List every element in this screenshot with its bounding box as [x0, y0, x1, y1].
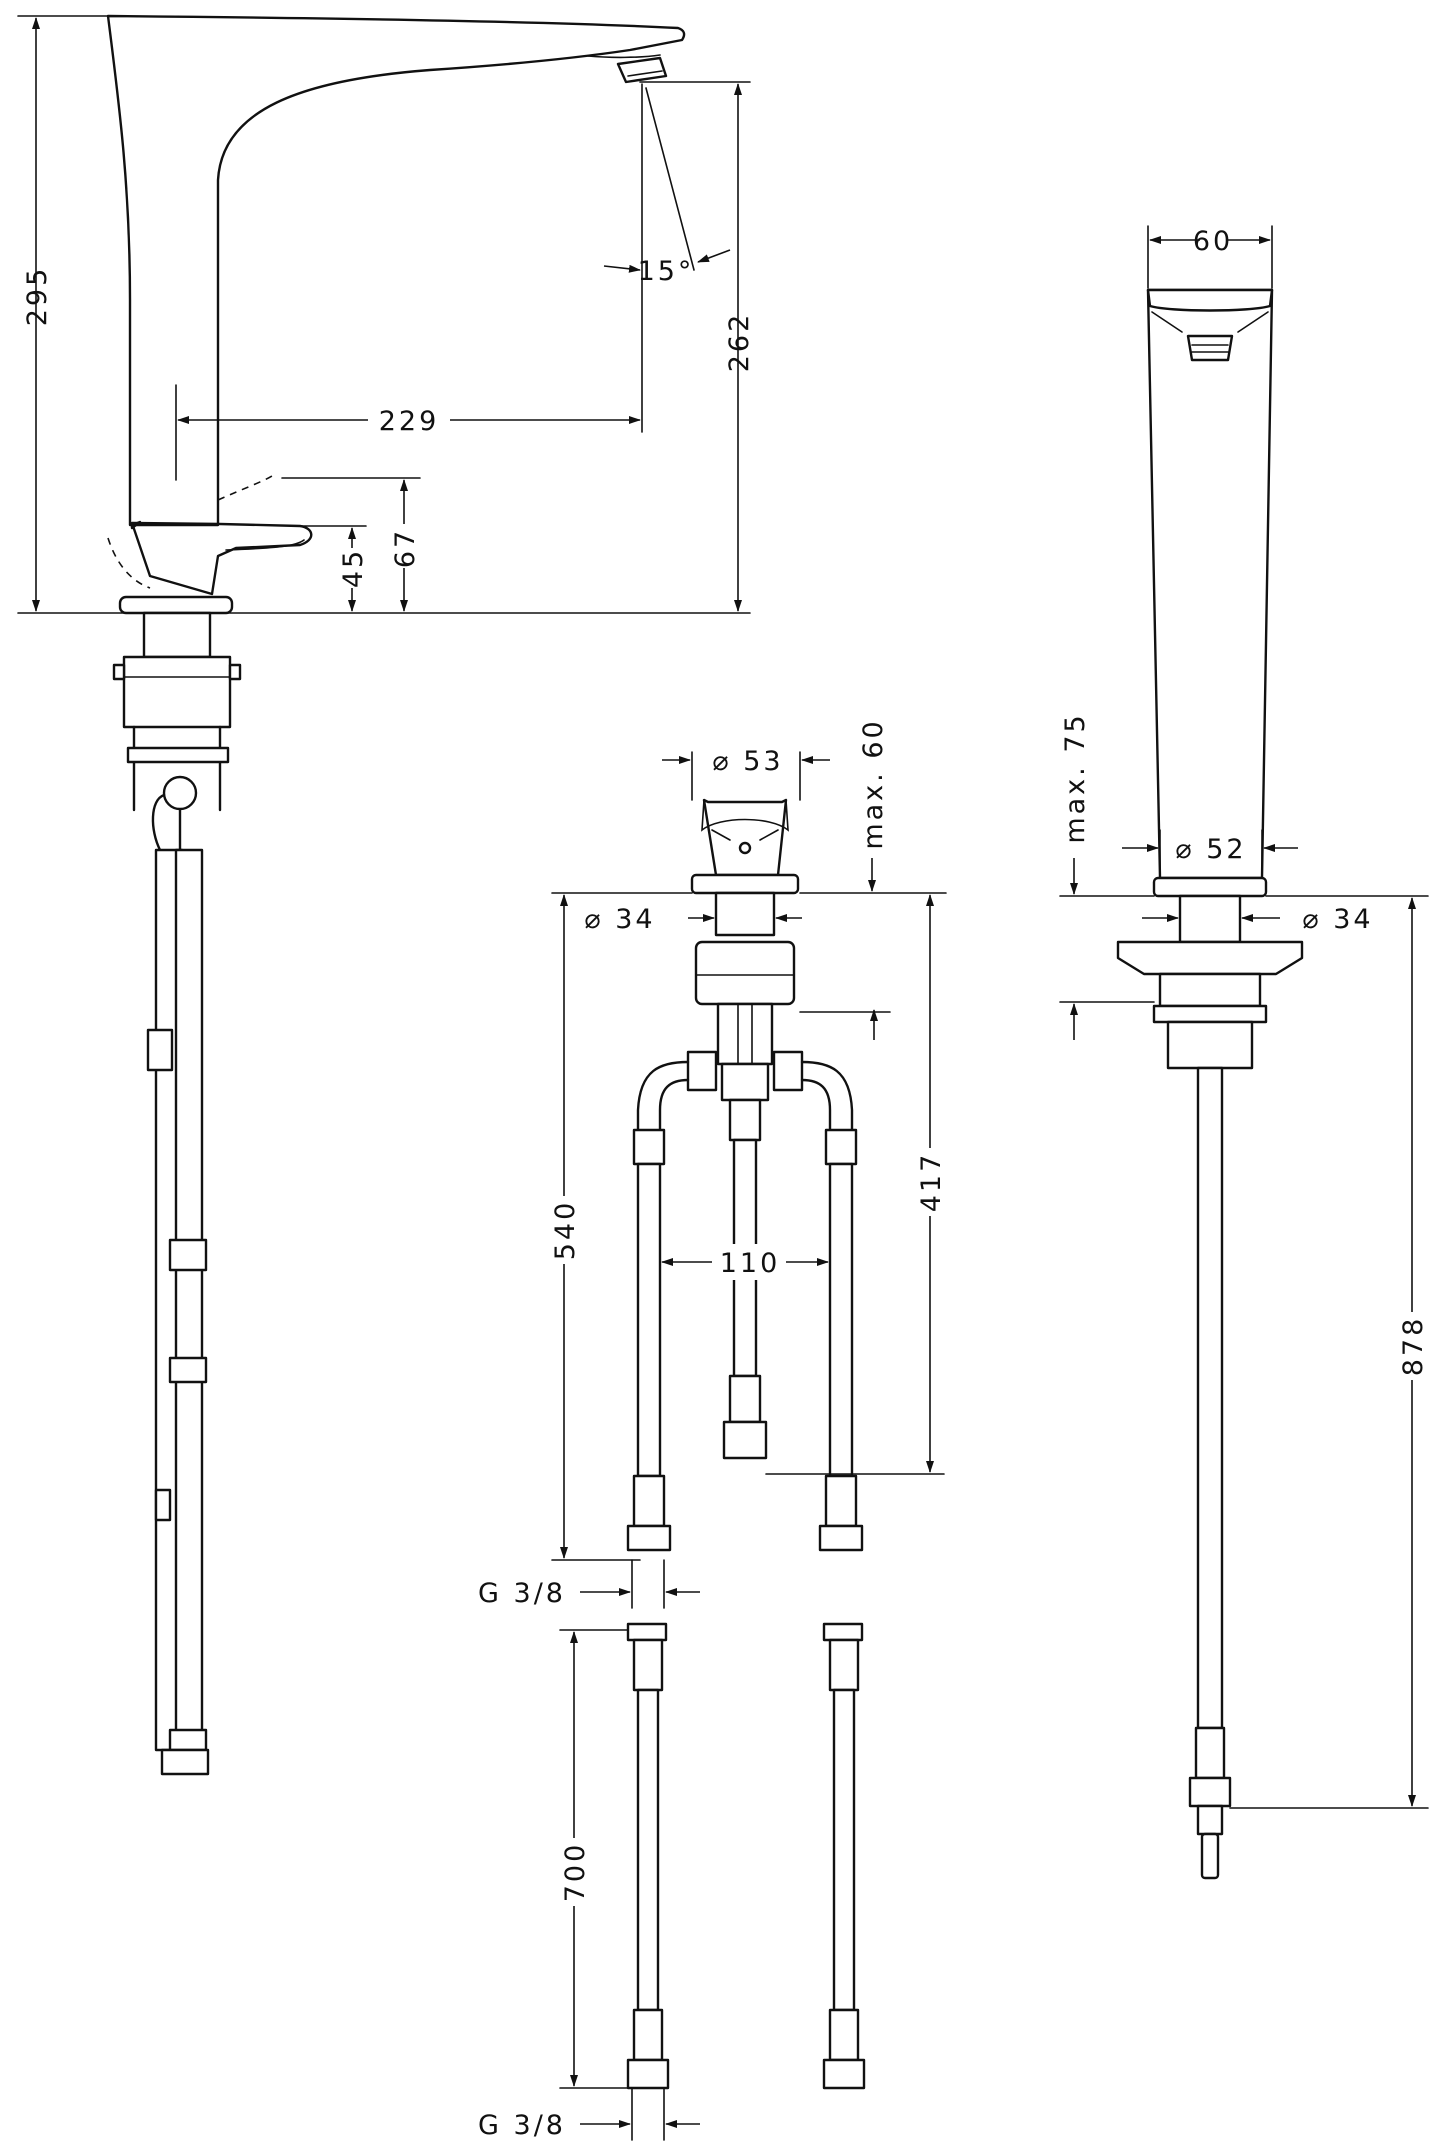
dim-valve-diameter: ⌀ 53	[712, 746, 783, 777]
dim-lever-max-height: 67	[390, 528, 421, 568]
dim-shank-diameter-mid: ⌀ 34	[584, 904, 655, 935]
dim-thread-lower: G 3/8	[478, 2110, 566, 2141]
spout-edge	[587, 54, 661, 59]
valve-shank	[714, 891, 776, 937]
mounting-block	[122, 655, 232, 729]
connection-rod	[1196, 1066, 1224, 1730]
dim-spout-height: 262	[724, 312, 755, 373]
loose-hose-left	[636, 1688, 660, 2012]
valve-assembly	[626, 798, 864, 1552]
loose-hose-right	[832, 1688, 856, 2012]
dim-spout-angle: 15°	[638, 256, 695, 287]
valve-dimensions: ⌀ 53 max. 60 ⌀ 34 540 417 110 G 3/8	[478, 718, 947, 1609]
lever-handle	[130, 521, 313, 596]
spout-column	[1146, 288, 1274, 880]
aerator-line	[627, 70, 663, 77]
dim-base-diameter: ⌀ 52	[1175, 834, 1246, 865]
loose-hose-dimensions: 700 G 3/8	[478, 1629, 700, 2141]
lever-swing-arc	[107, 537, 151, 589]
hose-elbow	[162, 775, 198, 811]
front-nut	[1166, 1020, 1254, 1070]
hose-right	[174, 848, 204, 1752]
aerator	[616, 56, 668, 84]
loose-hoses	[626, 1622, 866, 2090]
dim-max-75: max. 75	[1060, 712, 1091, 843]
dim-shank-diameter-right: ⌀ 34	[1302, 904, 1373, 935]
dim-hose-540: 540	[550, 1200, 581, 1261]
dim-hose-417: 417	[916, 1152, 947, 1213]
front-view	[1116, 288, 1304, 1880]
valve-body	[694, 940, 796, 1006]
dim-hose-700: 700	[560, 1842, 591, 1903]
dim-rod-length: 878	[1398, 1316, 1429, 1377]
dim-spout-reach: 229	[379, 406, 440, 437]
spout-cap	[1146, 288, 1274, 312]
side-view	[17, 14, 751, 1776]
base-plate	[118, 595, 234, 615]
elbow-right	[800, 1060, 854, 1132]
front-view-dimensions: 60 ⌀ 52 ⌀ 34 max. 75 878	[1059, 225, 1429, 1809]
spout-body	[106, 14, 686, 527]
front-aerator	[1186, 334, 1234, 362]
lever-edge	[225, 539, 305, 551]
dim-lever-height: 45	[338, 548, 369, 588]
mid-hose-left	[636, 1162, 662, 1478]
dim-top-width: 60	[1193, 226, 1233, 257]
valve-handle	[702, 798, 788, 877]
hose-nut	[160, 1748, 210, 1776]
front-base-flange	[1152, 876, 1268, 898]
side-view-dimensions: 295 262 229 15° 67 45	[17, 15, 755, 612]
mounting-plate	[1116, 940, 1304, 976]
dim-thread-upper: G 3/8	[478, 1578, 566, 1609]
front-shank	[1178, 894, 1242, 944]
valve-flange	[690, 873, 800, 895]
dim-hose-spacing: 110	[720, 1248, 781, 1279]
dim-total-height: 295	[22, 266, 53, 327]
lever-raised-outline	[217, 475, 273, 501]
dim-max-60: max. 60	[858, 718, 889, 849]
mid-hose-right	[828, 1162, 854, 1478]
shank	[142, 611, 212, 659]
rod-tip	[1200, 1832, 1220, 1880]
elbow-left	[636, 1060, 690, 1132]
